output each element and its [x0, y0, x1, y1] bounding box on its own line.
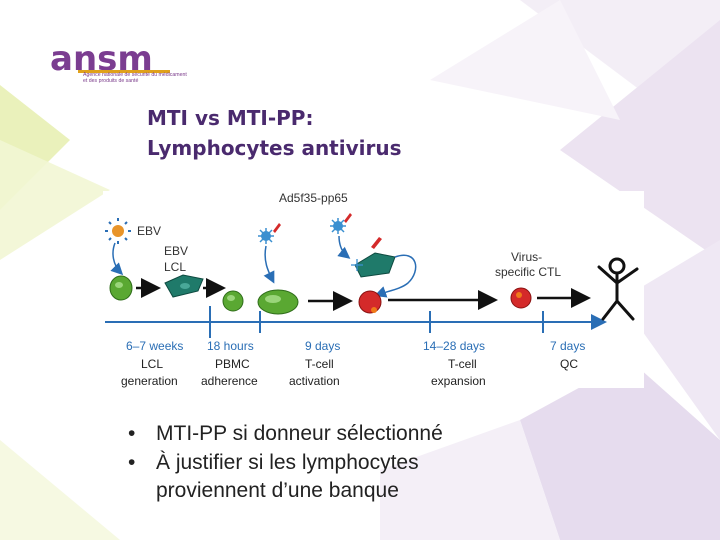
- timeline-step-4a: T-cell: [448, 357, 477, 371]
- virus-ctl-label-2: specific CTL: [495, 265, 562, 279]
- title-line-1: MTI vs MTI-PP:: [147, 106, 314, 130]
- timeline-time-3: 9 days: [305, 339, 341, 353]
- timeline-step-5a: QC: [560, 357, 578, 371]
- bullet-continuation: proviennent d’une banque: [156, 479, 399, 502]
- adenovirus-icon: [258, 223, 281, 244]
- timeline-step-1a: LCL: [141, 357, 164, 371]
- bullet-marker: •: [128, 450, 136, 474]
- timeline-step-2b: adherence: [201, 374, 258, 388]
- infected-apc-icon: [354, 252, 396, 278]
- b-cell-icon: [109, 275, 133, 301]
- timeline-step-2a: PBMC: [215, 357, 250, 371]
- logo-tagline-1: Agence nationale de sécurité du médicame…: [83, 72, 187, 78]
- timeline-time-5: 7 days: [550, 339, 586, 353]
- timeline-time-2: 18 hours: [207, 339, 254, 353]
- protocol-diagram: [105, 213, 639, 338]
- timeline-step-3a: T-cell: [305, 357, 334, 371]
- timeline-step-3b: activation: [289, 374, 340, 388]
- ad5f35-label: Ad5f35-pp65: [279, 191, 348, 205]
- logo-tagline-2: et des produits de santé: [83, 78, 139, 84]
- bullet-marker: •: [128, 422, 136, 445]
- ebv-lcl-label-1: EBV: [164, 244, 189, 258]
- bullet-text: À justifier si les lymphocytes: [156, 450, 419, 474]
- virus-specific-ctl-icon: [510, 287, 532, 309]
- timeline-step-4b: expansion: [431, 374, 486, 388]
- bullet-text: MTI-PP si donneur sélectionné: [156, 422, 443, 445]
- ebv-lcl-label-2: LCL: [164, 260, 187, 274]
- virus-ctl-label-1: Virus-: [511, 250, 543, 264]
- t-cell-icon: [358, 290, 382, 314]
- bullet-item: • MTI-PP si donneur sélectionné: [128, 420, 443, 449]
- slide-title: MTI vs MTI-PP: Lymphocytes antivirus: [147, 103, 402, 163]
- bullet-item: • À justifier si les lymphocytes: [128, 449, 443, 478]
- ebv-virus-icon: [105, 218, 131, 244]
- pbmc-cell-icon: [222, 290, 244, 312]
- protocol-figure: Ad5f35-pp65 EBV EBV LCL Virus- specific …: [103, 191, 644, 388]
- bullet-list: • MTI-PP si donneur sélectionné • À just…: [128, 420, 443, 506]
- timeline-time-4: 14–28 days: [423, 339, 486, 353]
- patient-icon: [597, 257, 639, 321]
- timeline-time-1: 6–7 weeks: [126, 339, 184, 353]
- ebv-label: EBV: [137, 224, 162, 238]
- adenovirus-icon: [330, 213, 352, 234]
- timeline-step-1b: generation: [121, 374, 178, 388]
- title-line-2: Lymphocytes antivirus: [147, 136, 402, 160]
